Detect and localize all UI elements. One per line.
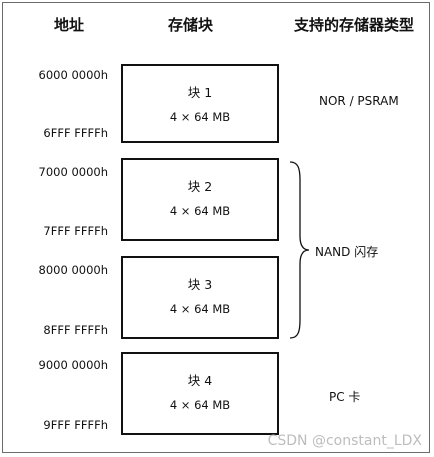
block-1-start-address: 6000 0000h <box>38 68 108 82</box>
figure-frame <box>2 2 430 453</box>
block-2-name: 块 2 <box>187 179 213 194</box>
block-3-start-address: 8000 0000h <box>38 263 108 277</box>
block-4-size: 4 × 64 MB <box>169 398 231 412</box>
header-address: 地址 <box>54 16 85 34</box>
header-block: 存储块 <box>168 16 214 34</box>
block-1-name: 块 1 <box>187 85 213 100</box>
block-4-name: 块 4 <box>187 373 213 388</box>
right-brace-icon <box>289 161 310 339</box>
type-nor-psram: NOR / PSRAM <box>319 94 399 108</box>
block-2-end-address: 7FFF FFFFh <box>43 224 108 238</box>
type-nand-flash: NAND 闪存 <box>315 245 379 259</box>
block-3-name: 块 3 <box>187 277 213 292</box>
block-3-size: 4 × 64 MB <box>169 302 231 316</box>
memory-block-1: 块 1 4 × 64 MB <box>121 64 279 143</box>
watermark-text: CSDN @constant_LDX <box>267 433 422 449</box>
block-2-size: 4 × 64 MB <box>169 204 231 218</box>
block-1-size: 4 × 64 MB <box>169 110 231 124</box>
header-supported-type: 支持的存储器类型 <box>294 16 415 34</box>
memory-block-2: 块 2 4 × 64 MB <box>121 158 279 241</box>
block-1-end-address: 6FFF FFFFh <box>43 126 108 140</box>
block-3-end-address: 8FFF FFFFh <box>43 323 108 337</box>
block-2-start-address: 7000 0000h <box>38 165 108 179</box>
memory-block-4: 块 4 4 × 64 MB <box>121 352 279 435</box>
memory-block-3: 块 3 4 × 64 MB <box>121 256 279 339</box>
block-4-start-address: 9000 0000h <box>38 358 108 372</box>
block-4-end-address: 9FFF FFFFh <box>43 418 108 432</box>
type-pc-card: PC 卡 <box>329 390 361 404</box>
